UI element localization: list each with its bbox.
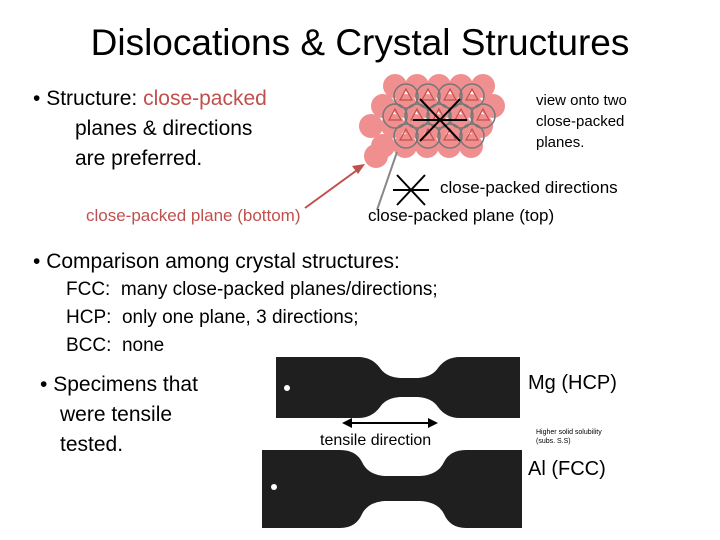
specimens-line3: tested.	[60, 433, 124, 456]
pointer-line-bottom	[304, 167, 361, 209]
bottom-atom	[359, 114, 383, 138]
bottom-layer-atoms	[359, 74, 505, 168]
atom-site-marker	[398, 127, 414, 141]
tensile-direction-label: tensile direction	[318, 432, 434, 450]
cp-plane-bottom-label: close-packed plane (bottom)	[86, 206, 301, 225]
structure-prefix: Structure:	[46, 87, 138, 110]
comparison-row-bcc: BCC: none	[66, 335, 165, 356]
bullet-marker: •	[40, 373, 48, 396]
top-atom	[437, 123, 463, 149]
bullet-marker: •	[33, 250, 41, 273]
specimens-line2: were tensile	[60, 403, 173, 426]
cp-plane-top-label: close-packed plane (top)	[368, 206, 555, 225]
atom-site-marker	[464, 127, 480, 141]
bullet-comparison: • Comparison among crystal structures:	[33, 247, 400, 277]
solubility-note: Higher solid solubility (subs. S.S)	[536, 428, 602, 446]
specimens-line1: Specimens that	[53, 373, 198, 396]
page-title: Dislocations & Crystal Structures	[90, 22, 630, 63]
atom-site-marker	[475, 107, 491, 121]
bullet-structure: • Structure: close-packed planes & direc…	[33, 84, 353, 174]
bullet-marker: •	[33, 87, 41, 110]
atom-site-marker	[387, 107, 403, 121]
view-note-line1: view onto two	[536, 92, 627, 109]
top-atom	[459, 83, 485, 109]
bottom-atom	[371, 94, 395, 118]
top-atom	[382, 103, 408, 129]
bottom-atom	[383, 74, 407, 98]
top-atom	[437, 83, 463, 109]
bullet-specimens: • Specimens that were tensile tested.	[40, 370, 198, 460]
al-label: Al (FCC)	[528, 458, 606, 480]
bottom-atom	[481, 94, 505, 118]
top-atom	[470, 103, 496, 129]
bottom-atom	[364, 144, 388, 168]
atom-site-marker	[420, 87, 436, 101]
top-atom	[393, 123, 419, 149]
view-note-line2: close-packed	[536, 113, 625, 130]
top-atom	[448, 103, 474, 129]
solubility-note-line1: Higher solid solubility	[536, 429, 602, 436]
top-layer-atoms	[382, 83, 496, 149]
al-specimen	[262, 450, 522, 528]
bottom-atom	[427, 74, 451, 98]
comparison-row-fcc: FCC: many close-packed planes/directions…	[66, 279, 438, 300]
bottom-atom	[471, 74, 495, 98]
comparison-list: FCC: many close-packed planes/directions…	[66, 276, 438, 360]
top-atom	[393, 83, 419, 109]
atom-site-marker	[398, 87, 414, 101]
structure-line2: planes & directions	[75, 117, 253, 140]
direction-arrows-top	[413, 98, 467, 142]
solubility-note-line2: (subs. S.S)	[536, 438, 571, 445]
top-atom	[459, 123, 485, 149]
atom-site-marker	[442, 87, 458, 101]
bottom-atom	[449, 74, 473, 98]
comparison-row-hcp: HCP: only one plane, 3 directions;	[66, 307, 359, 328]
direction-arrows-legend	[393, 174, 429, 206]
atom-site-marker	[464, 87, 480, 101]
pointer-line-top	[376, 151, 398, 211]
cp-directions-label: close-packed directions	[440, 178, 618, 197]
mg-specimen	[276, 357, 520, 418]
structure-highlight: close-packed	[143, 87, 267, 110]
view-note-line3: planes.	[536, 134, 585, 151]
mg-label: Mg (HCP)	[528, 372, 617, 394]
view-note: view onto two close-packed planes.	[536, 90, 627, 153]
bottom-atom	[405, 74, 429, 98]
comparison-text: Comparison among crystal structures:	[46, 250, 400, 273]
top-atom	[404, 103, 430, 129]
structure-line3: are preferred.	[75, 147, 203, 170]
top-atom	[426, 103, 452, 129]
top-atom	[415, 123, 441, 149]
